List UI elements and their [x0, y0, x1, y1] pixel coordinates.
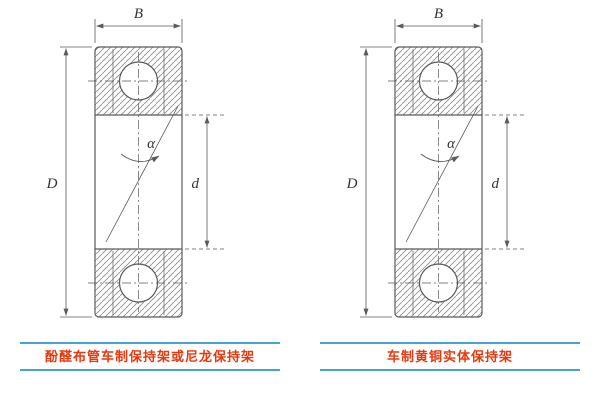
dim-label-D: D	[346, 176, 358, 192]
caption-rule-top	[320, 342, 580, 344]
dim-label-alpha: α	[147, 136, 156, 152]
dim-label-D: D	[46, 176, 58, 192]
bearing-cross-section	[360, 19, 524, 317]
caption-rule-bottom	[320, 369, 580, 371]
bearing-figure-left: B D d α 酚醛布管车制保持架或尼龙保持架	[0, 0, 300, 371]
dim-label-alpha: α	[447, 136, 456, 152]
caption-rule-top	[20, 342, 280, 344]
dim-label-d: d	[492, 176, 500, 192]
dim-label-d: d	[192, 176, 200, 192]
bearing-cross-section	[60, 19, 224, 317]
dim-label-B: B	[434, 6, 443, 22]
bearing-figure-right: B D d α 车制黄铜实体保持架	[300, 0, 600, 371]
caption-left: 酚醛布管车制保持架或尼龙保持架	[20, 342, 280, 371]
bearing-drawing-left: B D d α	[46, 6, 300, 342]
bearing-drawing-right: B D d α	[346, 6, 600, 342]
caption-rule-bottom	[20, 369, 280, 371]
figure-pair: B D d α 酚醛布管车制保持架或尼龙保持架 B D d α 车制黄铜实体保持…	[0, 0, 600, 371]
caption-text-left: 酚醛布管车制保持架或尼龙保持架	[44, 349, 255, 364]
dim-label-B: B	[134, 6, 143, 22]
caption-text-right: 车制黄铜实体保持架	[386, 349, 513, 364]
caption-right: 车制黄铜实体保持架	[320, 342, 580, 371]
